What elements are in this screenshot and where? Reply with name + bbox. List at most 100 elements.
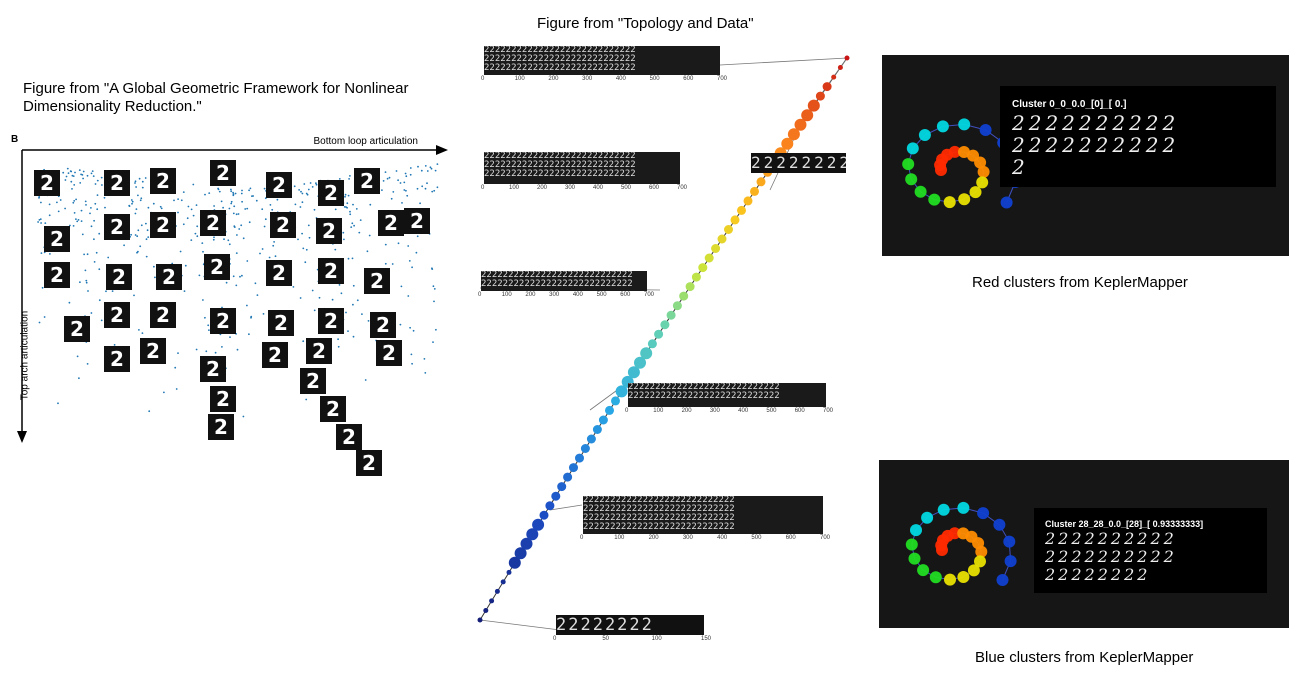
cluster-node[interactable] (944, 574, 956, 586)
axis-tick-label: 200 (682, 408, 692, 414)
scatter-point (308, 225, 310, 227)
digit-thumbnail: 2 (316, 218, 342, 244)
cluster-node[interactable] (919, 129, 931, 141)
scatter-point (133, 295, 135, 297)
axis-tick-label: 300 (582, 76, 592, 82)
topology-node (845, 56, 850, 61)
topology-node (557, 482, 566, 491)
scatter-point (101, 184, 103, 186)
cluster-node[interactable] (1005, 555, 1017, 567)
cluster-node[interactable] (993, 519, 1005, 531)
scatter-point (89, 213, 91, 215)
topology-node (698, 263, 707, 272)
cluster-node[interactable] (938, 504, 950, 516)
cluster-node[interactable] (978, 166, 990, 178)
cluster-node[interactable] (928, 194, 940, 206)
scatter-point (238, 213, 240, 215)
cluster-node[interactable] (905, 173, 917, 185)
cluster-node[interactable] (997, 574, 1009, 586)
digit-thumbnail: 2 (106, 264, 132, 290)
scatter-point (187, 217, 189, 219)
cluster-node[interactable] (910, 524, 922, 536)
cluster-node[interactable] (970, 186, 982, 198)
cluster-node[interactable] (944, 196, 956, 208)
cluster-node[interactable] (1003, 536, 1015, 548)
digit-thumbnail: 2 (104, 346, 130, 372)
cluster-node[interactable] (968, 564, 980, 576)
digit-thumbnail: 2 (104, 302, 130, 328)
scatter-point (196, 349, 198, 351)
digit-thumbnail: 2 (200, 210, 226, 236)
scatter-point (73, 184, 75, 186)
scatter-point (269, 257, 271, 259)
cluster-node[interactable] (976, 176, 988, 188)
axis-tick-label: 100 (502, 292, 512, 298)
axis-tick-label: 200 (537, 185, 547, 191)
scatter-point (67, 168, 69, 170)
scatter-point (96, 208, 98, 210)
cluster-node[interactable] (915, 186, 927, 198)
scatter-point (273, 241, 275, 243)
cluster-node[interactable] (958, 118, 970, 130)
scatter-point (202, 251, 204, 253)
scatter-point (300, 191, 302, 193)
cluster-node[interactable] (957, 571, 969, 583)
cluster-node[interactable] (957, 502, 969, 514)
scatter-point (244, 208, 246, 210)
cluster-node[interactable] (906, 539, 918, 551)
scatter-point (161, 208, 163, 210)
topology-node (808, 100, 820, 112)
scatter-point (49, 253, 51, 255)
axis-tick-label: 200 (525, 292, 535, 298)
scatter-point (437, 163, 439, 165)
cluster-node[interactable] (930, 571, 942, 583)
isomap-figure: B Bottom loop articulation Top arch arti… (8, 130, 458, 450)
axis-tick-label: 600 (649, 185, 659, 191)
scatter-point (385, 171, 387, 173)
digit-thumbnail: 2 (210, 308, 236, 334)
scatter-point (304, 261, 306, 263)
scatter-point (401, 286, 403, 288)
scatter-point (432, 341, 434, 343)
scatter-point (236, 234, 238, 236)
scatter-point (396, 170, 398, 172)
scatter-point (233, 205, 235, 207)
digit-thumbnail: 2 (140, 338, 166, 364)
cluster-node[interactable] (977, 507, 989, 519)
scatter-point (252, 195, 254, 197)
digit-thumbnail: 2 (44, 262, 70, 288)
scatter-point (342, 232, 344, 234)
scatter-point (112, 290, 114, 292)
cluster-node[interactable] (907, 142, 919, 154)
scatter-point (238, 228, 240, 230)
scatter-point (134, 182, 136, 184)
cluster-node[interactable] (1001, 197, 1013, 209)
cluster-node[interactable] (958, 193, 970, 205)
strip-row: 2222222222222222222222222222 (484, 64, 720, 73)
scatter-point (72, 202, 74, 204)
scatter-point (87, 253, 89, 255)
scatter-point (207, 324, 209, 326)
scatter-point (351, 222, 353, 224)
axis-tick-label: 300 (683, 535, 693, 541)
topology-node (673, 301, 682, 310)
scatter-point (430, 166, 432, 168)
scatter-point (74, 172, 76, 174)
cluster-node[interactable] (902, 158, 914, 170)
scatter-point (348, 258, 350, 260)
scatter-point (85, 280, 87, 282)
scatter-point (421, 185, 423, 187)
cluster-node[interactable] (980, 124, 992, 136)
cluster-node[interactable] (937, 120, 949, 132)
cluster-node[interactable] (921, 512, 933, 524)
cluster-node[interactable] (917, 564, 929, 576)
cluster-node[interactable] (909, 553, 921, 565)
scatter-point (41, 252, 43, 254)
scatter-point (352, 204, 354, 206)
scatter-point (272, 245, 274, 247)
scatter-point (369, 204, 371, 206)
digit-thumbnail: 2 (150, 302, 176, 328)
scatter-point (241, 190, 243, 192)
scatter-point (264, 226, 266, 228)
scatter-point (137, 229, 139, 231)
